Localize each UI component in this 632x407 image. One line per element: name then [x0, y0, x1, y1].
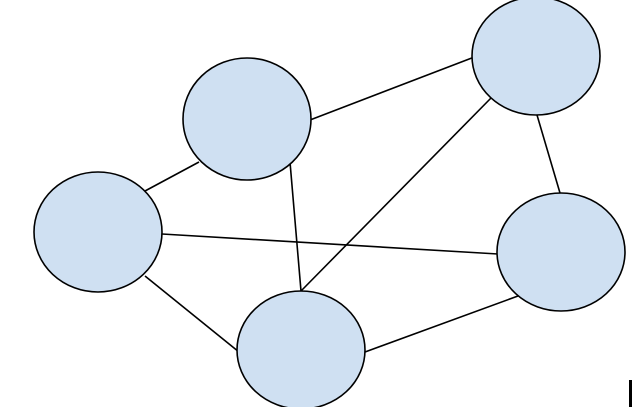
edge-top-center-to-top-right: [309, 55, 478, 121]
edge-left-to-bottom-center: [144, 275, 240, 353]
edge-top-right-to-right: [536, 114, 561, 194]
node-right: [496, 192, 626, 312]
edge-top-right-to-bottom-center: [300, 96, 493, 292]
edge-layer: [144, 55, 561, 353]
node-layer: [33, 0, 626, 407]
edge-left-to-top-center: [144, 161, 200, 192]
edge-bottom-center-to-right: [364, 295, 519, 353]
node-left: [33, 171, 163, 293]
node-bottom-center: [236, 290, 366, 407]
node-top-right: [471, 0, 601, 116]
node-top-center: [182, 57, 312, 181]
edge-top-center-to-bottom-center: [289, 161, 302, 292]
edge-left-to-right: [161, 233, 499, 255]
partial-border-mark: [629, 380, 632, 407]
